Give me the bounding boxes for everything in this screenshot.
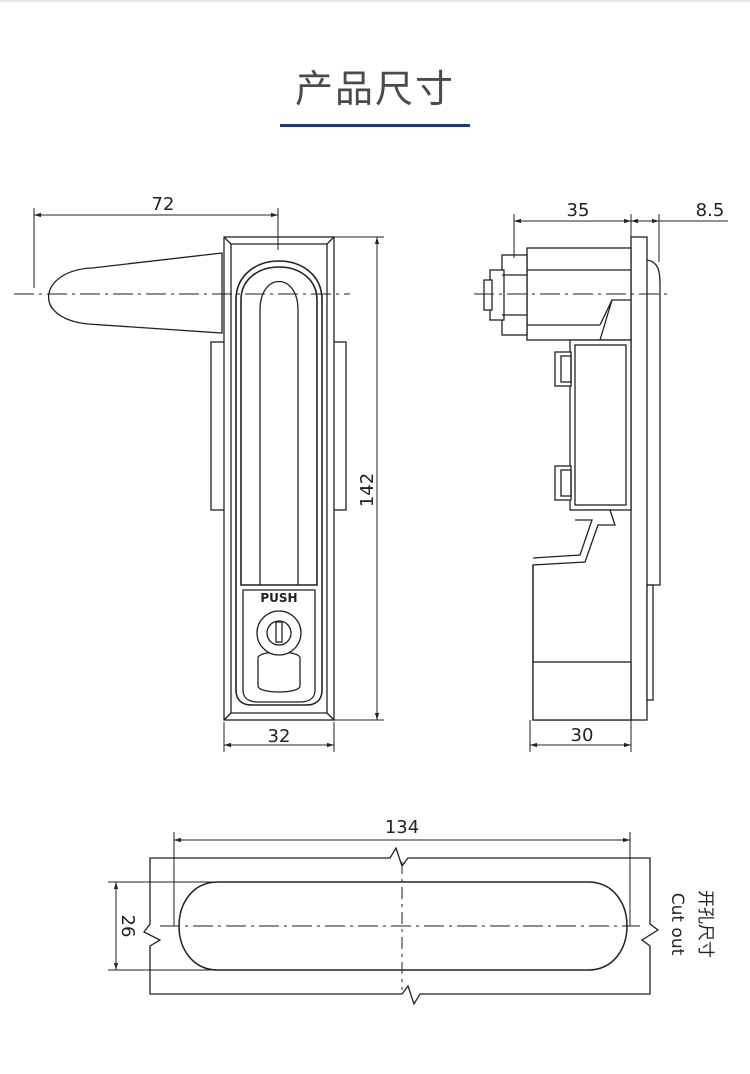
cutout-view [143,846,660,1006]
lock-body [569,339,632,511]
cutout-label-en: Cut out [667,893,687,956]
page-header: 产品尺寸 [0,58,750,113]
push-label: PUSH [260,591,297,605]
dim-height: 142 [357,473,378,507]
cutout-dimensions [108,832,631,971]
latch-block [532,661,632,721]
dim-flange: 8.5 [696,200,725,221]
shaft-tip [483,279,493,311]
title-underline [280,124,470,127]
dim-depth-top: 35 [567,200,590,221]
handle-recess [235,260,323,706]
page-title: 产品尺寸 [294,67,455,111]
cutout-plate [143,846,660,1006]
flange [630,236,648,721]
dim-cutout-height: 26 [117,915,138,938]
key-cylinder-inner [266,620,292,646]
dim-handle-width: 72 [152,194,175,215]
dim-body-width: 32 [268,726,291,747]
front-dimensions [33,208,384,752]
lock-body-inner [574,344,627,506]
side-view [474,236,670,721]
key-slot [275,621,283,643]
shaft-nut-1 [501,254,528,336]
side-dimensions [513,214,728,752]
cutout-slot [178,881,628,971]
dim-cutout-length: 134 [385,817,419,838]
screw-upper [554,351,572,387]
cutout-label-cn: 开孔尺寸 [695,890,715,958]
screw-lower [554,465,572,501]
grip-inner [259,281,299,585]
dim-depth-bottom: 30 [571,725,594,746]
front-view [14,236,350,721]
grip-outer [240,266,318,586]
lever-handle [47,252,223,334]
left-bracket [210,341,226,511]
top-divider [0,0,750,3]
